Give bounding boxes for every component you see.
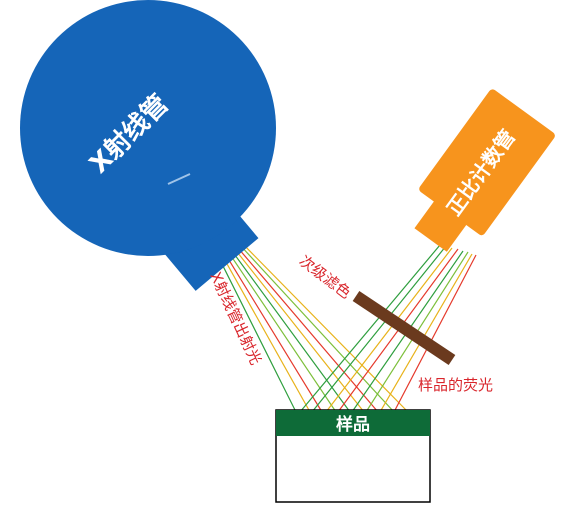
xray-tube-window [167, 173, 191, 185]
fluorescence-ray [299, 244, 441, 413]
filter-label: 次级滤色 [296, 252, 355, 302]
fluorescence-ray [311, 245, 447, 413]
sample-top [276, 410, 430, 436]
fluorescence-label: 样品的荧光 [418, 376, 493, 394]
xray-tube-body [20, 0, 276, 256]
fluorescence-ray [379, 253, 473, 413]
fluorescence-ray [325, 247, 453, 413]
counter-neck [414, 200, 467, 252]
counter-body [419, 89, 555, 236]
secondary-filter [352, 291, 456, 365]
proportional-counter: 正比计数管 [414, 89, 555, 252]
fluorescence-ray [393, 254, 477, 413]
xray-tube: X射线管 [20, 0, 276, 291]
sample-label: 样品 [336, 414, 370, 435]
sample: 样品 [275, 409, 431, 503]
